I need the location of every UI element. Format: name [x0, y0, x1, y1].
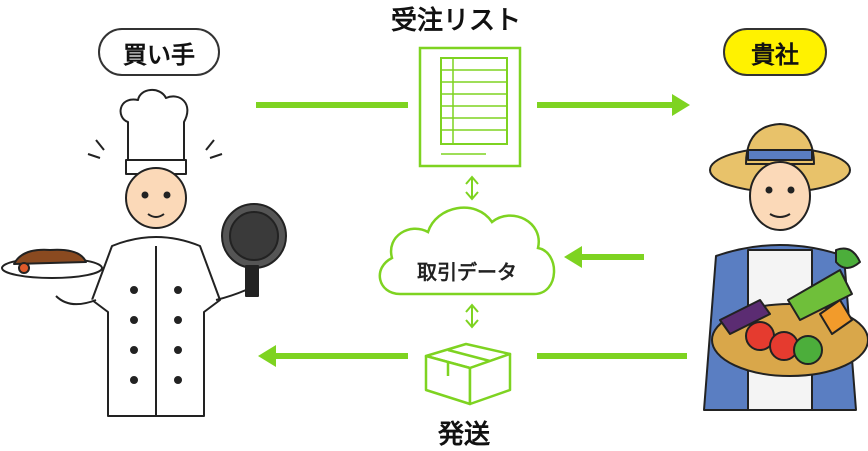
buyer-label: 買い手	[98, 28, 220, 76]
arrow-company-to-cloud	[564, 246, 644, 268]
transaction-data-label: 取引データ	[417, 260, 517, 284]
arrow-company-to-box	[537, 353, 687, 359]
company-label: 貴社	[723, 28, 827, 76]
arrow-buyer-to-order-list	[256, 102, 408, 108]
farmer-with-vegetables-icon	[703, 123, 868, 411]
order-list-caption: 受注リスト	[390, 6, 521, 36]
cloud-icon	[378, 206, 556, 296]
chef-with-steak-and-pan-icon	[1, 89, 287, 417]
double-headed-arrow-icon-upper	[465, 175, 479, 201]
double-headed-arrow-icon-lower	[465, 303, 479, 329]
arrow-order-list-to-company	[537, 94, 690, 116]
document-list-icon	[418, 46, 522, 168]
shipping-caption: 発送	[437, 420, 490, 450]
arrow-box-to-buyer	[258, 345, 408, 367]
cardboard-box-icon	[424, 342, 512, 406]
